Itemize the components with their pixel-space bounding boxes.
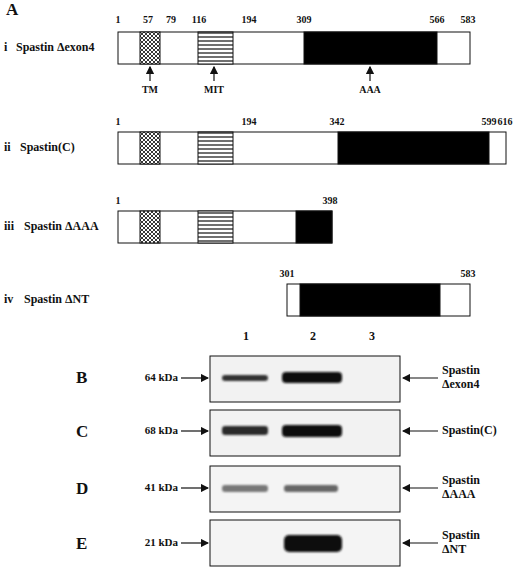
residue-number: 301: [280, 268, 295, 280]
residue-number: 116: [192, 14, 206, 26]
construct-name: Spastin ΔNT: [24, 293, 89, 307]
residue-number: 1: [116, 14, 121, 26]
band-label: Spastin Δexon4: [442, 364, 512, 392]
protein-bars: [118, 32, 506, 316]
panel-letter: D: [76, 479, 88, 499]
size-marker: 64 kDa: [145, 371, 178, 384]
construct-name: Spastin(C): [20, 141, 75, 155]
band-label: Spastin(C): [442, 424, 516, 438]
residue-number: 79: [166, 14, 176, 26]
residue-number: 583: [461, 14, 476, 26]
domain-name: MIT: [204, 84, 224, 96]
residue-number: 194: [242, 14, 257, 26]
residue-number: 398: [323, 195, 338, 207]
residue-number: 57: [143, 14, 153, 26]
domain-pointers: [150, 67, 370, 81]
lane-number: 3: [369, 330, 375, 344]
band-label: Spastin ΔAAA: [442, 474, 512, 502]
western-blots: [210, 356, 400, 566]
residue-number: 1: [116, 116, 121, 128]
size-marker: 68 kDa: [145, 424, 178, 437]
row-number: iv: [4, 293, 13, 307]
residue-number: 583: [461, 268, 476, 280]
residue-number: 342: [330, 116, 345, 128]
blot-arrows: [181, 378, 438, 543]
construct-name: Spastin Δexon4: [16, 41, 95, 55]
residue-number: 309: [297, 14, 312, 26]
residue-number: 194: [242, 116, 257, 128]
panel-letter: B: [76, 368, 87, 388]
residue-number: 1: [116, 195, 121, 207]
panel-letter: E: [76, 534, 87, 554]
row-number: i: [4, 41, 7, 55]
residue-number: 566: [430, 14, 445, 26]
row-number: ii: [4, 141, 11, 155]
size-marker: 41 kDa: [145, 481, 178, 494]
row-number: iii: [4, 220, 14, 234]
lane-number: 2: [310, 330, 316, 344]
domain-name: TM: [142, 84, 158, 96]
panel-letter: C: [76, 422, 88, 442]
size-marker: 21 kDa: [145, 536, 178, 549]
lane-number: 1: [243, 330, 249, 344]
band-label: Spastin ΔNT: [442, 529, 504, 557]
residue-number: 599: [482, 116, 497, 128]
domain-name: AAA: [359, 84, 381, 96]
residue-number: 616: [498, 116, 513, 128]
construct-name: Spastin ΔAAA: [24, 220, 99, 234]
panel-letter: A: [6, 0, 18, 20]
